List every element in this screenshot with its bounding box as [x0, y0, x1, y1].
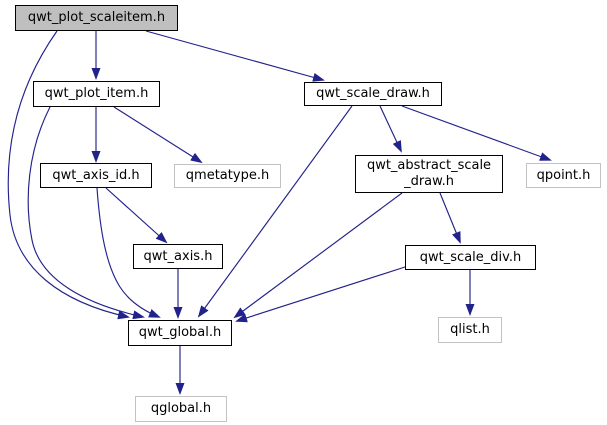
- edge-qwt_abstract_scale_draw-to-qwt_global: [233, 192, 403, 319]
- edge-qwt_scale_div-to-qwt_global: [235, 266, 406, 323]
- node-qwt-abstract-scale-draw[interactable]: qwt_abstract_scale _draw.h: [355, 155, 503, 193]
- node-qmetatype: qmetatype.h: [174, 164, 281, 188]
- node-qwt-plot-scaleitem: qwt_plot_scaleitem.h: [15, 5, 178, 31]
- edge-qwt_plot_item-to-qmetatype: [113, 106, 203, 164]
- node-label: qwt_scale_div.h: [419, 249, 522, 265]
- edge-qwt_plot_scaleitem-to-qwt_global: [7, 30, 130, 320]
- edge-qwt_abstract_scale_draw-to-qwt_scale_div: [439, 192, 461, 244]
- edge-qwt_axis_id-to-qwt_axis: [105, 187, 168, 244]
- node-label: qwt_global.h: [138, 325, 222, 341]
- node-label: qmetatype.h: [185, 168, 270, 184]
- edge-qwt_axis_id-to-qwt_global: [96, 187, 161, 318]
- node-label: _draw.h: [404, 174, 454, 189]
- node-qwt-scale-draw[interactable]: qwt_scale_draw.h: [304, 82, 442, 106]
- edge-qwt_scale_draw-to-qpoint: [401, 105, 552, 161]
- node-label: qwt_axis.h: [143, 248, 213, 264]
- node-label: qpoint.h: [536, 167, 591, 183]
- node-label: qglobal.h: [150, 401, 212, 417]
- node-qlist: qlist.h: [438, 317, 502, 343]
- node-qwt-axis[interactable]: qwt_axis.h: [133, 244, 223, 269]
- edge-qwt_scale_draw-to-qwt_abstract_scale_draw: [379, 105, 402, 153]
- node-qwt-global[interactable]: qwt_global.h: [128, 320, 232, 346]
- node-label: qwt_plot_item.h: [44, 86, 149, 102]
- node-label: qlist.h: [450, 322, 490, 338]
- node-qwt-axis-id[interactable]: qwt_axis_id.h: [40, 163, 152, 188]
- node-qglobal: qglobal.h: [135, 396, 227, 422]
- edge-qwt_plot_scaleitem-to-qwt_scale_draw: [145, 30, 325, 82]
- edge-qwt_plot_item-to-qwt_global: [27, 106, 145, 320]
- node-label: qwt_axis_id.h: [52, 167, 140, 183]
- node-qwt-scale-div[interactable]: qwt_scale_div.h: [405, 245, 536, 270]
- node-qwt-plot-item[interactable]: qwt_plot_item.h: [33, 81, 160, 107]
- node-label: qwt_abstract_scale: [366, 158, 492, 174]
- node-label: qwt_scale_draw.h: [316, 86, 430, 102]
- node-label: qwt_plot_scaleitem.h: [27, 10, 166, 26]
- node-qpoint: qpoint.h: [526, 163, 601, 188]
- edge-qwt_scale_draw-to-qwt_global: [197, 105, 353, 318]
